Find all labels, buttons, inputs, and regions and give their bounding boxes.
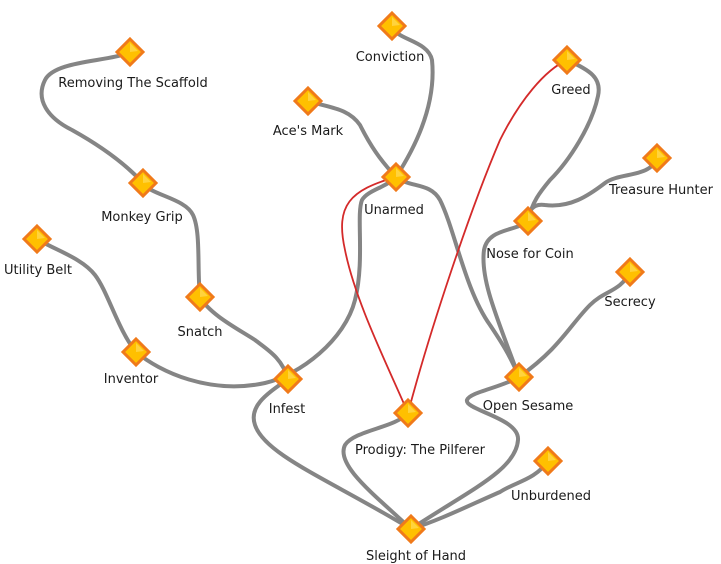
skill-label: Monkey Grip [101,210,183,225]
skill-node-nose-for-coin[interactable]: Nose for Coin [486,205,574,262]
gem-highlight [136,343,144,352]
skill-node-inventor[interactable]: Inventor [104,336,159,387]
skill-node-prodigy-the-pilferer[interactable]: Prodigy: The Pilferer [355,397,486,458]
skill-link [526,156,659,223]
gem-highlight [630,263,638,272]
skill-label: Ace's Mark [273,124,344,139]
skill-link [394,175,521,379]
skill-link [481,219,530,379]
skill-link [251,377,413,531]
skill-label: Open Sesame [483,399,574,414]
gem-highlight [392,17,400,26]
skill-link [341,411,413,531]
skill-label: Removing The Scaffold [58,76,207,91]
skill-link [409,459,550,531]
skill-label: Prodigy: The Pilferer [355,443,486,458]
skill-node-unarmed[interactable]: Unarmed [364,161,424,218]
gem-highlight [288,370,296,379]
skill-node-snatch[interactable]: Snatch [178,281,223,340]
gem-highlight [408,404,416,413]
highlighted-links [341,59,568,414]
gem-highlight [567,51,575,60]
skill-label: Sleight of Hand [366,549,466,564]
skill-label: Snatch [178,325,223,340]
skill-node-monkey-grip[interactable]: Monkey Grip [101,167,183,225]
skill-link [409,375,521,531]
gem-highlight [200,288,208,297]
skill-node-aces-mark[interactable]: Ace's Mark [273,85,344,139]
skill-label: Infest [269,402,306,417]
skill-node-open-sesame[interactable]: Open Sesame [483,361,574,414]
highlighted-link [341,176,409,414]
gem-highlight [396,168,404,177]
skill-label: Conviction [356,50,425,65]
skill-link [39,50,145,185]
gem-highlight [519,368,527,377]
skill-label: Unarmed [364,203,424,218]
skill-label: Nose for Coin [486,247,573,262]
skill-link [141,181,202,299]
skill-node-removing-the-scaffold[interactable]: Removing The Scaffold [58,36,208,91]
gem-highlight [37,230,45,239]
gem-highlight [143,174,151,183]
skill-node-sleight-of-hand[interactable]: Sleight of Hand [366,513,466,564]
skill-label: Greed [551,83,590,98]
skill-label: Treasure Hunter [608,183,714,198]
skill-link [35,237,138,354]
skill-label: Inventor [104,372,159,387]
skill-label: Unburdened [511,489,591,504]
skill-label: Secrecy [604,295,656,310]
skill-node-greed[interactable]: Greed [551,44,591,98]
skill-link [517,270,632,379]
gem-highlight [411,520,419,529]
gem-highlight [548,452,556,461]
highlighted-link [407,59,568,414]
gem-highlight [657,149,665,158]
skill-links [35,24,659,531]
gem-highlight [528,212,536,221]
skill-link [198,295,290,381]
gem-highlight [308,92,316,101]
skill-node-utility-belt[interactable]: Utility Belt [4,223,72,278]
skill-link [134,175,398,389]
skill-node-conviction[interactable]: Conviction [356,10,425,65]
skill-node-secrecy[interactable]: Secrecy [604,256,656,310]
skill-node-unburdened[interactable]: Unburdened [511,445,591,504]
gem-highlight [130,43,138,52]
skill-label: Utility Belt [4,263,72,278]
skill-link [390,24,435,179]
skill-link [526,58,601,223]
skill-node-infest[interactable]: Infest [269,363,306,417]
skill-node-treasure-hunter[interactable]: Treasure Hunter [608,142,714,198]
skill-link [306,99,398,179]
